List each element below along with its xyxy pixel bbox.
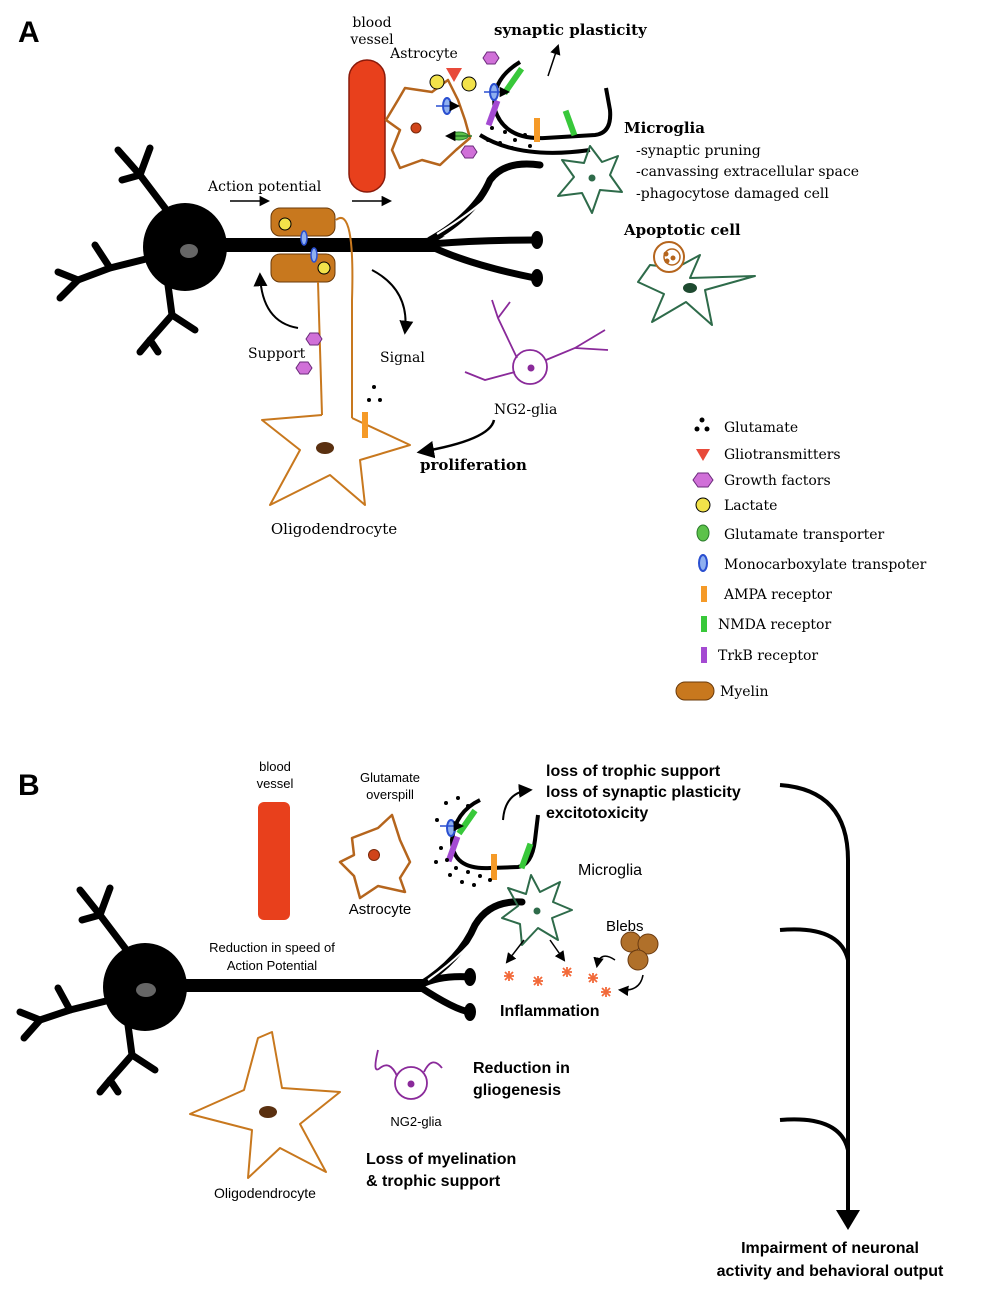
- glutamate-dots: [434, 796, 492, 887]
- excitotoxicity-label: excitotoxicity: [546, 805, 648, 822]
- legend-item-growth-factors: Growth factors: [692, 472, 831, 489]
- microglia-label: Microglia: [578, 862, 642, 879]
- postsynaptic-curve-a: [492, 60, 613, 141]
- panel-a-letter: A: [18, 16, 40, 49]
- astrocyte-a: [384, 78, 472, 170]
- legend-item-ampa-receptor: AMPA receptor: [701, 586, 832, 603]
- ng2-glia-label: NG2-glia: [390, 1114, 442, 1129]
- ng2-glia-b: [374, 1049, 443, 1100]
- nmda-receptor: [518, 842, 534, 870]
- astrocyte-label: Astrocyte: [389, 46, 458, 62]
- microglia-b: [501, 874, 573, 946]
- svg-text:Lactate: Lactate: [724, 498, 777, 514]
- lactate: [461, 76, 477, 92]
- synaptic-plasticity-label: synaptic plasticity: [494, 21, 648, 39]
- inflammation-markers: [504, 967, 611, 997]
- reduction-speed-label: Action Potential: [227, 958, 317, 973]
- legend-item-monocarboxylate-transporter: Monocarboxylate transpoter: [698, 554, 927, 573]
- loss-plasticity-label: loss of synaptic plasticity: [546, 784, 741, 801]
- blood-vessel-label: vessel: [349, 32, 394, 48]
- glutamate-dots: [367, 385, 382, 402]
- reduction-speed-label: Reduction in speed of: [209, 940, 335, 955]
- legend-item-nmda-receptor: NMDA receptor: [701, 616, 831, 633]
- reduction-gliogenesis-label: Reduction in: [473, 1060, 570, 1077]
- legend-item-lactate: Lactate: [695, 497, 777, 514]
- myelin-sheath: [270, 207, 336, 283]
- microglia-a: [557, 145, 623, 214]
- nmda-receptor: [562, 109, 578, 137]
- microglia-title: Microglia: [624, 119, 705, 137]
- impairment-label: activity and behavioral output: [717, 1263, 944, 1280]
- ampa-receptor: [534, 118, 540, 142]
- legend: Glutamate Gliotransmitters Growth factor…: [675, 417, 927, 701]
- blood-vessel-label: vessel: [257, 776, 294, 791]
- postsynaptic-curve-b: [449, 798, 540, 871]
- action-potential-label: Action potential: [207, 179, 322, 195]
- svg-text:Glutamate transporter: Glutamate transporter: [724, 527, 884, 543]
- svg-text:Gliotransmitters: Gliotransmitters: [724, 447, 841, 463]
- svg-text:Growth factors: Growth factors: [724, 473, 831, 489]
- converging-arrow-head: [836, 1210, 860, 1230]
- apoptotic-cell-label: Apoptotic cell: [623, 221, 741, 239]
- monocarboxylate-transporter: [446, 819, 456, 837]
- growth-factor: [295, 361, 313, 375]
- signal-label: Signal: [380, 350, 425, 366]
- apoptotic-cell: [637, 241, 756, 326]
- blood-vessel: [258, 802, 290, 920]
- proliferation-label: proliferation: [420, 456, 527, 474]
- oligodendrocyte-label: Oligodendrocyte: [271, 520, 397, 538]
- nmda-receptor: [456, 808, 478, 836]
- microglia-item: -phagocytose damaged cell: [636, 186, 829, 202]
- gliotransmitter: [446, 68, 462, 82]
- legend-item-myelin: Myelin: [675, 681, 769, 701]
- oligodendrocyte-label: Oligodendrocyte: [214, 1185, 316, 1201]
- legend-item-trkb-receptor: TrkB receptor: [701, 647, 818, 664]
- loss-myelination-label: & trophic support: [366, 1173, 501, 1190]
- glutamate-overspill-label: overspill: [366, 787, 414, 802]
- oligodendrocyte-a: [261, 217, 411, 506]
- ng2-glia-a: [464, 299, 609, 385]
- converging-arrow: [779, 783, 850, 1215]
- blood-vessel-label: blood: [259, 759, 291, 774]
- growth-factor: [460, 145, 478, 159]
- legend-item-gliotransmitters: Gliotransmitters: [696, 447, 841, 463]
- inflammation-label: Inflammation: [500, 1003, 600, 1020]
- growth-factor: [482, 51, 500, 65]
- neuron-a: [54, 144, 544, 356]
- trkb-receptor: [445, 835, 461, 863]
- lactate: [429, 74, 445, 90]
- blebs-label: Blebs: [606, 918, 644, 935]
- blood-vessel-label: blood: [352, 15, 391, 31]
- svg-text:Glutamate: Glutamate: [724, 420, 798, 436]
- legend-item-glutamate-transporter: Glutamate transporter: [696, 524, 884, 543]
- ampa-receptor: [491, 854, 497, 880]
- ng2-glia-label: NG2-glia: [494, 402, 557, 418]
- svg-text:Myelin: Myelin: [720, 684, 769, 700]
- svg-text:NMDA receptor: NMDA receptor: [718, 617, 831, 633]
- loss-myelination-label: Loss of myelination: [366, 1151, 516, 1168]
- reduction-gliogenesis-label: gliogenesis: [473, 1082, 561, 1099]
- neuron-b: [16, 884, 526, 1096]
- support-label: Support: [248, 346, 306, 362]
- growth-factor: [305, 332, 323, 346]
- svg-text:Monocarboxylate transpoter: Monocarboxylate transpoter: [724, 557, 927, 573]
- legend-item-glutamate: Glutamate: [694, 417, 798, 436]
- blood-vessel: [348, 59, 386, 193]
- astrocyte-b: [338, 813, 412, 900]
- glutamate-overspill-label: Glutamate: [360, 770, 420, 785]
- glutamate-dots: [486, 126, 532, 150]
- microglia-item: -canvassing extracellular space: [636, 164, 859, 180]
- svg-text:TrkB receptor: TrkB receptor: [718, 648, 818, 664]
- trkb-receptor: [485, 99, 501, 127]
- blebs: [620, 931, 659, 971]
- astrocyte-label: Astrocyte: [349, 901, 412, 918]
- impairment-label: Impairment of neuronal: [741, 1240, 919, 1257]
- microglia-item: -synaptic pruning: [636, 143, 761, 159]
- loss-trophic-label: loss of trophic support: [546, 763, 721, 780]
- svg-text:AMPA receptor: AMPA receptor: [723, 587, 832, 603]
- oligodendrocyte-b: [189, 1031, 341, 1179]
- panel-b-letter: B: [18, 769, 40, 802]
